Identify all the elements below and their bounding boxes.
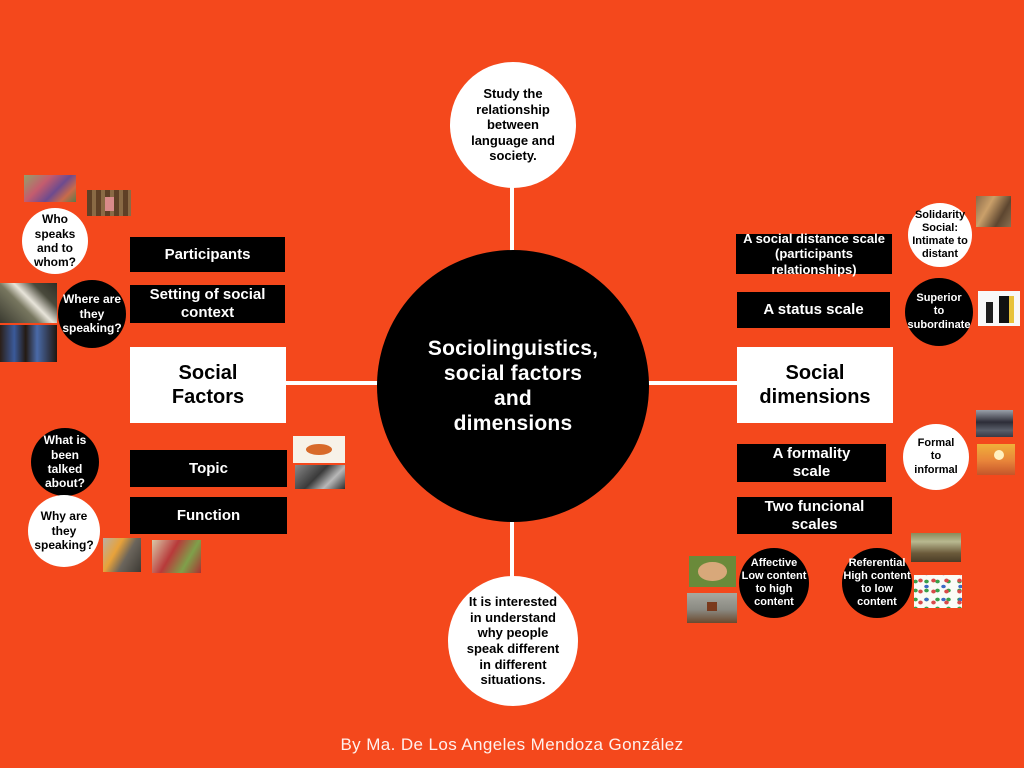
factor-participants: Participants [130, 237, 285, 272]
dimension-social-distance: A social distance scale (participants re… [736, 231, 892, 277]
label-referential-scale-text: Referential High content to low content [843, 556, 911, 609]
social-factors-heading-box: Social Factors [130, 347, 286, 423]
definition-node: Study the relationship between language … [450, 62, 576, 188]
author-credit: By Ma. De Los Angeles Mendoza González [340, 735, 684, 754]
question-why-speaking: Why are they speaking? [28, 495, 100, 567]
classroom-tables-photo [976, 196, 1011, 227]
factor-function-label: Function [176, 506, 241, 524]
dimension-status: A status scale [737, 292, 890, 328]
connector-line-bottom [510, 522, 514, 580]
factor-participants-label: Participants [164, 245, 251, 263]
question-why-speaking-text: Why are they speaking? [34, 509, 94, 553]
label-superior-subordinate-text: Superior to subordinate [907, 292, 971, 331]
question-who-speaks: Who speaks and to whom? [22, 208, 88, 274]
connector-line-left [284, 381, 378, 385]
label-affective-scale: Affective Low content to high content [739, 548, 809, 618]
connector-line-top [510, 186, 514, 254]
question-what-talked-about: What is been talked about? [31, 428, 99, 496]
business-meeting-photo [976, 410, 1013, 437]
dimension-two-functional: Two funcional scales [737, 497, 892, 534]
social-dimensions-heading-box: Social dimensions [737, 347, 893, 423]
radio-microphone-photo [295, 465, 345, 489]
judge-with-scales-cartoon [687, 593, 737, 623]
office-desk-overhead-photo [0, 283, 57, 323]
label-referential-scale: Referential High content to low content [842, 548, 912, 618]
crowd-of-people-cartoon [914, 575, 962, 608]
question-where-speaking-text: Where are they speaking? [62, 292, 122, 336]
central-topic-title: Sociolinguistics, social factors and dim… [427, 336, 599, 436]
kids-sitting-on-ground-photo [24, 175, 76, 202]
factor-topic: Topic [130, 450, 287, 487]
dimension-status-label: A status scale [763, 301, 864, 318]
definition-text: Study the relationship between language … [471, 86, 555, 164]
label-solidarity: Solidarity Social: Intimate to distant [908, 203, 972, 267]
hands-together-photo [689, 556, 736, 587]
market-stall-photo [152, 540, 201, 573]
lecture-hall-photo [911, 533, 961, 562]
label-affective-scale-text: Affective Low content to high content [741, 556, 807, 609]
label-superior-subordinate: Superior to subordinate [905, 278, 973, 346]
child-on-bench-photo [87, 190, 131, 216]
central-topic-node: Sociolinguistics, social factors and dim… [377, 250, 649, 522]
factor-setting: Setting of social context [130, 285, 285, 323]
dimension-formality-label: A formality scale [772, 445, 851, 480]
people-around-table-cartoon [293, 436, 345, 463]
question-where-speaking: Where are they speaking? [58, 280, 126, 348]
factor-setting-label: Setting of social context [149, 286, 266, 321]
question-what-talked-about-text: What is been talked about? [43, 433, 87, 491]
dimension-social-distance-label: A social distance scale (participants re… [743, 230, 885, 277]
dimension-two-functional-label: Two funcional scales [764, 497, 865, 533]
question-who-speaks-text: Who speaks and to whom? [34, 212, 76, 270]
social-factors-heading: Social Factors [171, 362, 245, 408]
businessmen-arguing-cartoon [978, 291, 1020, 326]
social-dimensions-heading: Social dimensions [759, 362, 871, 408]
factor-topic-label: Topic [189, 459, 228, 477]
schoolgirls-in-uniform-photo [0, 325, 57, 362]
factor-function: Function [130, 497, 287, 534]
beach-sunset-photo [977, 444, 1015, 475]
purpose-text: It is interested in understand why peopl… [466, 594, 560, 688]
label-formal-informal-text: Formal to informal [914, 437, 958, 476]
label-solidarity-text: Solidarity Social: Intimate to distant [912, 208, 968, 261]
label-formal-informal: Formal to informal [903, 424, 969, 490]
connector-line-right [648, 381, 740, 385]
classroom-projector-photo [103, 538, 141, 572]
purpose-node: It is interested in understand why peopl… [448, 576, 578, 706]
dimension-formality: A formality scale [737, 444, 886, 482]
